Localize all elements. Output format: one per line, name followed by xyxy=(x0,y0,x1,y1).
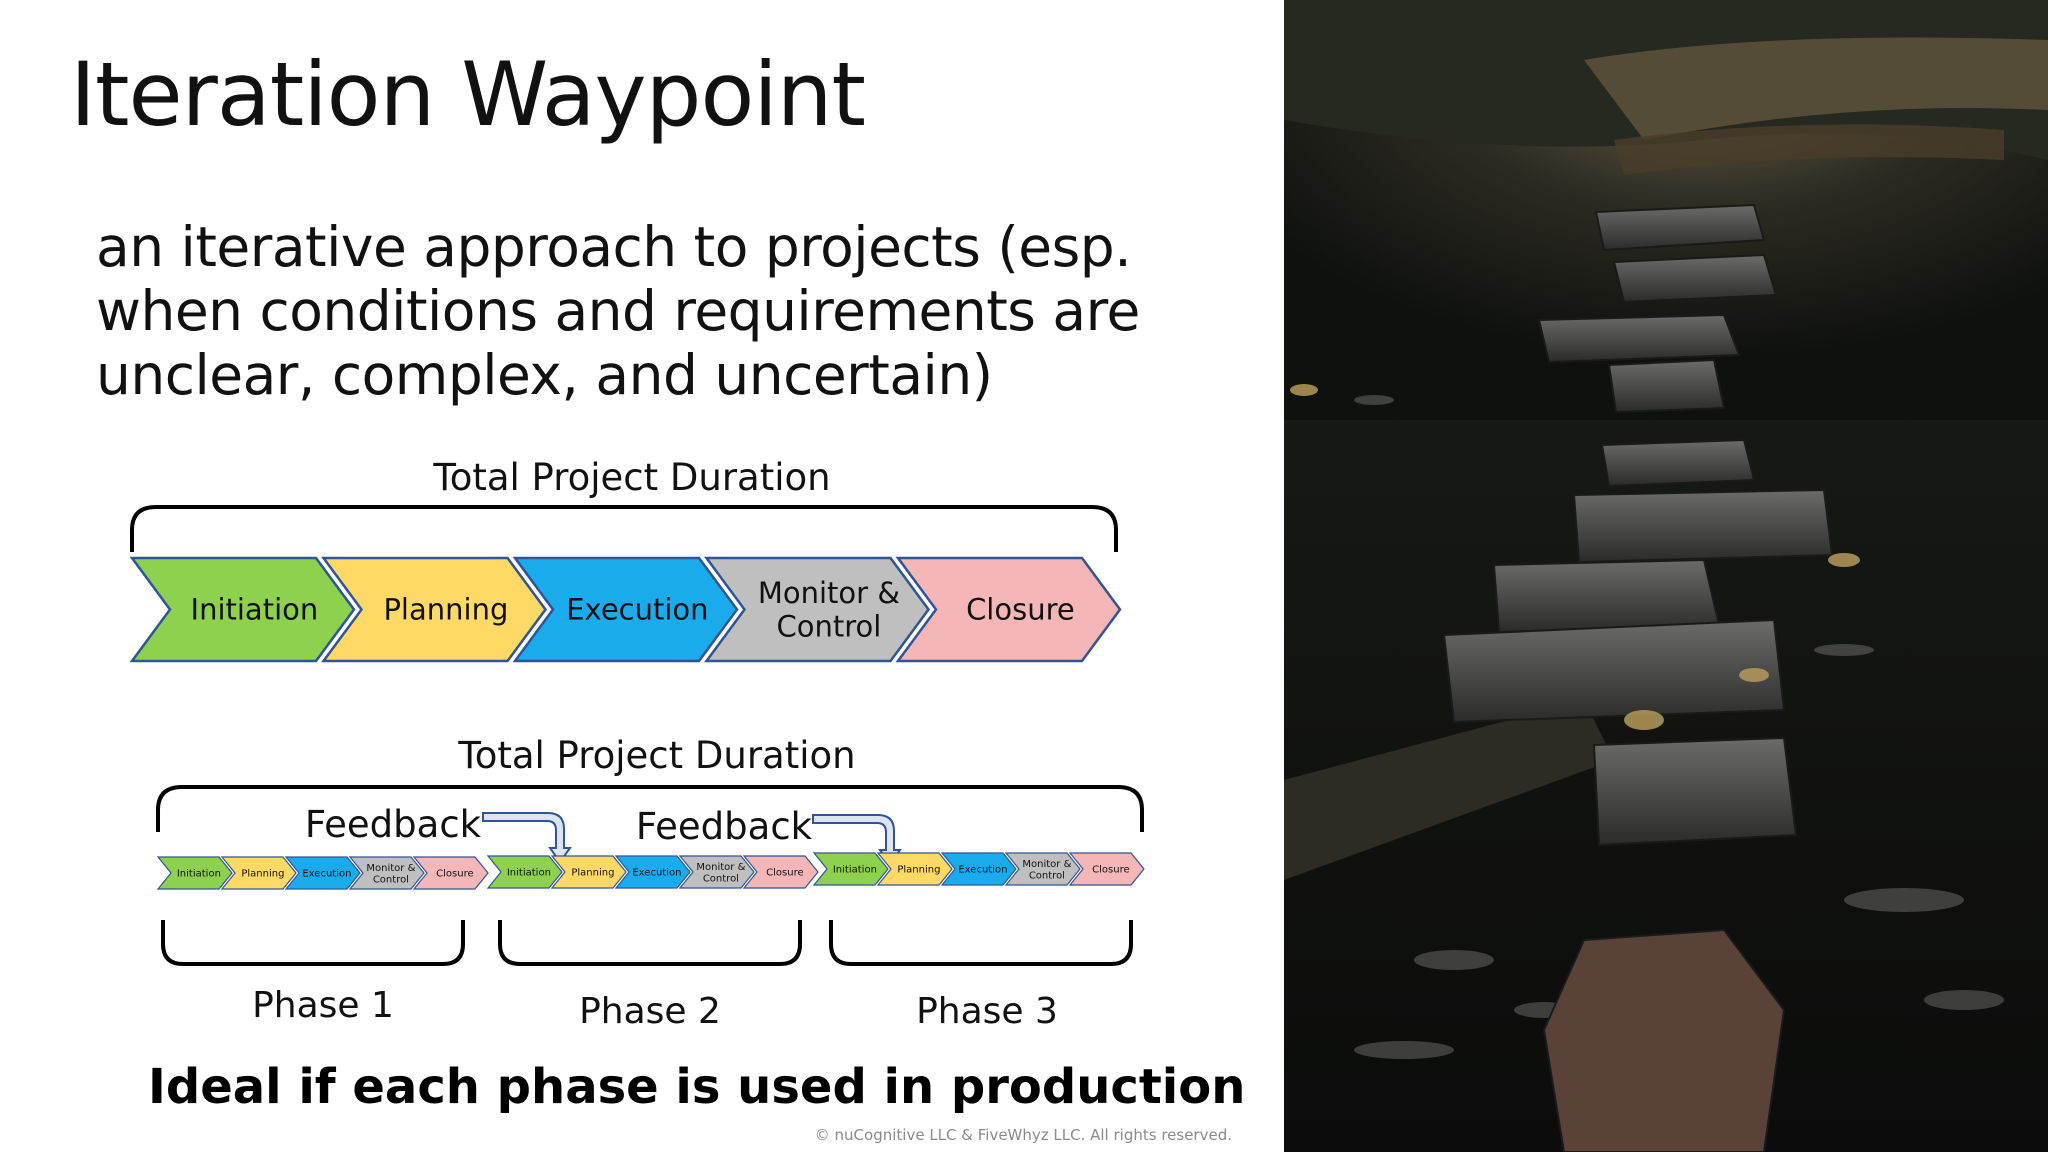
stepping-stones-photo xyxy=(1284,0,2048,1152)
top-process-chevrons: Initiation Planning Execution Monitor &Cont… xyxy=(129,556,1122,663)
phase-3-chevron-label-3: Execution xyxy=(958,865,1007,876)
feedback-arrow-1 xyxy=(482,812,572,864)
phase-3-chevron-4 xyxy=(1004,852,1081,886)
phase-3-chevron-2 xyxy=(876,852,953,886)
slide-subtitle: an iterative approach to projects (esp. … xyxy=(96,215,1140,407)
phase-3-chevron-label-5: Closure xyxy=(1092,865,1129,876)
phase-1-chevron-4 xyxy=(348,856,425,890)
top-duration-label: Total Project Duration xyxy=(432,456,830,499)
top-chevron-label-2: Planning xyxy=(383,593,508,627)
top-duration-brace xyxy=(130,505,1118,552)
phase-2-chevron-1 xyxy=(486,855,563,889)
phase-2-chevron-4 xyxy=(678,855,755,889)
top-chevron-label-5: Closure xyxy=(966,593,1075,627)
phase-1-chevron-5 xyxy=(412,856,489,890)
phase-3-chevron-label-1: Initiation xyxy=(833,865,877,876)
phase-2-chevron-3 xyxy=(614,855,691,889)
top-chevron-5 xyxy=(895,556,1122,663)
phase-1-chevron-1 xyxy=(156,856,233,890)
phase-2-chevron-label-1: Initiation xyxy=(507,868,551,879)
phase-1-chevron-3 xyxy=(284,856,361,890)
phase-1-chevron-label-4: Monitor &Control xyxy=(366,863,415,886)
top-chevron-3 xyxy=(512,556,739,663)
feedback-label-1: Feedback xyxy=(305,803,482,846)
phase-3-chevron-label-2: Planning xyxy=(897,865,940,876)
phase-1-chevron-label-5: Closure xyxy=(436,869,473,880)
phase-process-chevrons: Initiation Planning Execution Monitor &Cont… xyxy=(156,852,1145,890)
phase-3-chevron-label-4: Monitor &Control xyxy=(1022,859,1071,882)
top-chevron-2 xyxy=(321,556,548,663)
top-chevron-1 xyxy=(129,556,356,663)
phase-1-chevron-label-2: Planning xyxy=(241,869,284,880)
top-chevron-label-3: Execution xyxy=(566,593,708,627)
phase-3-label: Phase 3 xyxy=(916,991,1058,1032)
phase-2-chevrons: Initiation Planning Execution Monitor &Cont… xyxy=(486,855,819,889)
bottom-duration-brace xyxy=(156,785,1144,832)
phase-2-brace xyxy=(498,920,802,966)
feedback-label-2: Feedback xyxy=(636,805,813,848)
top-chevron-label-4: Monitor &Control xyxy=(758,576,900,643)
phase-1-chevron-2 xyxy=(220,856,297,890)
phase-2-chevron-label-2: Planning xyxy=(571,868,614,879)
top-chevron-label-1: Initiation xyxy=(191,593,319,627)
phase-2-chevron-label-3: Execution xyxy=(632,868,681,879)
phase-2-chevron-5 xyxy=(742,855,819,889)
phase-3-chevron-3 xyxy=(940,852,1017,886)
copyright-notice: © nuCognitive LLC & FiveWhyz LLC. All ri… xyxy=(814,1126,1232,1144)
phase-3-chevron-1 xyxy=(812,852,889,886)
phase-2-chevron-label-5: Closure xyxy=(766,868,803,879)
phase-2-label: Phase 2 xyxy=(579,991,721,1032)
phase-3-chevrons: Initiation Planning Execution Monitor &Cont… xyxy=(812,852,1145,886)
top-chevron-4 xyxy=(704,556,931,663)
phase-3-brace xyxy=(829,920,1133,966)
slide-title: Iteration Waypoint xyxy=(70,43,866,146)
phase-1-chevron-label-3: Execution xyxy=(302,869,351,880)
phase-1-chevrons: Initiation Planning Execution Monitor &Cont… xyxy=(156,856,489,890)
phase-1-label: Phase 1 xyxy=(252,985,394,1026)
phase-1-chevron-label-1: Initiation xyxy=(177,869,221,880)
phase-1-brace xyxy=(161,920,465,966)
production-note: Ideal if each phase is used in productio… xyxy=(148,1059,1246,1115)
phase-2-chevron-label-4: Monitor &Control xyxy=(696,862,745,885)
bottom-duration-label: Total Project Duration xyxy=(457,734,855,777)
phase-3-chevron-5 xyxy=(1068,852,1145,886)
phase-2-chevron-2 xyxy=(550,855,627,889)
